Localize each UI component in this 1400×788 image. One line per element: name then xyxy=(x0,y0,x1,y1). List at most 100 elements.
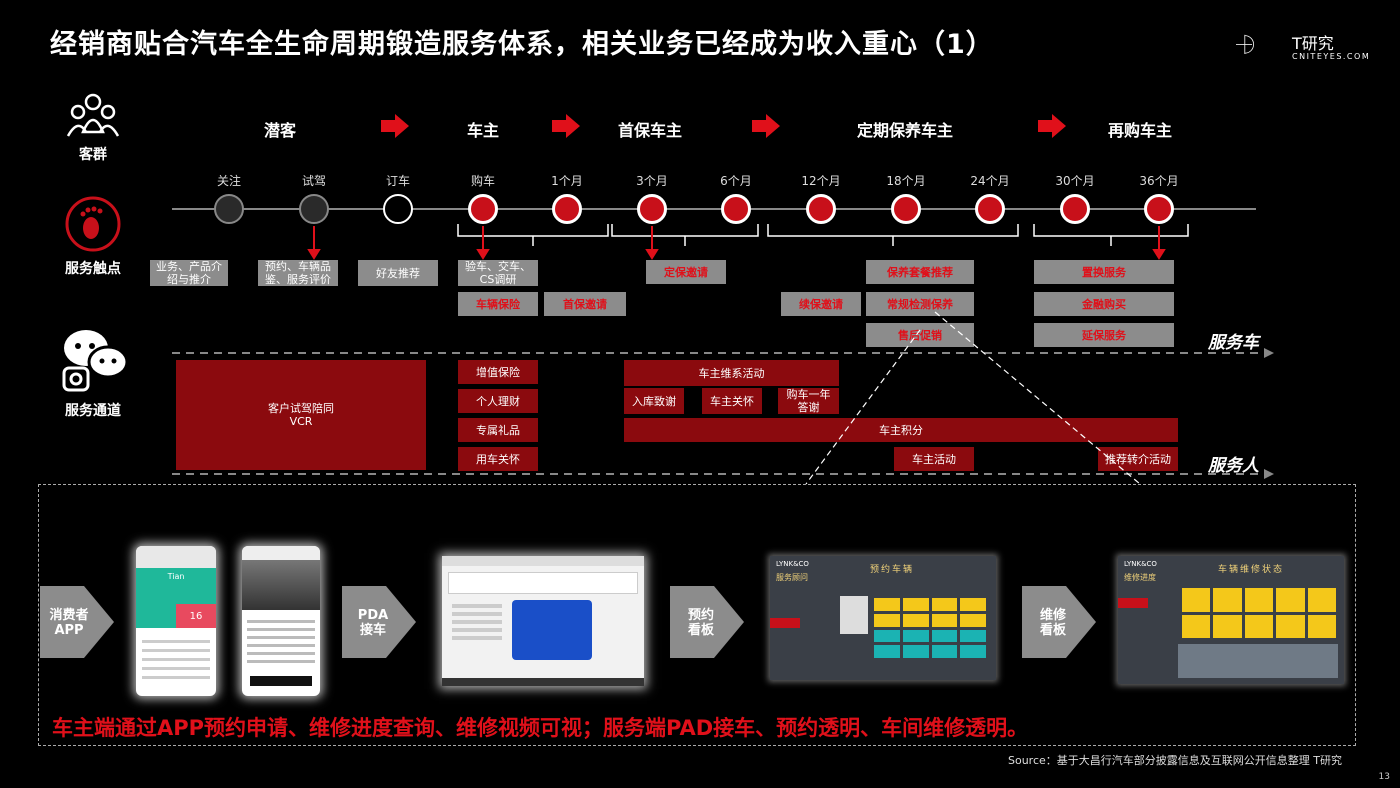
stage-first-maintenance: 首保车主 xyxy=(617,121,682,140)
touch-box: 定保邀请 xyxy=(646,260,726,284)
booking-brand: LYNK&CO xyxy=(776,560,809,568)
stage-repurchase: 再购车主 xyxy=(1107,121,1172,140)
lane-label-person: 服务人 xyxy=(1208,456,1259,476)
repair-board-screenshot: LYNK&CO 车辆维修状态 维修进度 xyxy=(1118,556,1344,684)
channel-box-vcr: 客户试驾陪同 VCR xyxy=(176,360,426,470)
timepoint-node xyxy=(1060,194,1090,224)
chevron-arrow-icon xyxy=(670,586,744,658)
timepoint-node xyxy=(468,194,498,224)
footprint-icon xyxy=(65,196,121,252)
channel-box: 专属礼品 xyxy=(458,418,538,442)
timepoint-node xyxy=(806,194,836,224)
channel-box: 购车一年 答谢 xyxy=(778,388,839,414)
logo-name: T研究 xyxy=(1292,34,1334,53)
row-label-channel: 服务通道 xyxy=(65,403,121,419)
touch-box: 首保邀请 xyxy=(544,292,626,316)
timeline-line xyxy=(172,208,1256,210)
timepoint-label: 30个月 xyxy=(1055,174,1095,188)
wechat-icon xyxy=(62,330,129,392)
touch-box: 售后促销 xyxy=(866,323,974,347)
channel-box: 推荐转介活动 xyxy=(1098,447,1178,471)
channel-box: 车主维系活动 xyxy=(624,360,839,386)
timepoint-node xyxy=(637,194,667,224)
touch-box: 续保邀请 xyxy=(781,292,861,316)
stage-owner: 车主 xyxy=(466,121,499,140)
timepoint-label: 3个月 xyxy=(636,174,668,188)
channel-box: 个人理财 xyxy=(458,389,538,413)
timepoint-label: 购车 xyxy=(470,174,495,188)
channel-box: 车主积分 xyxy=(624,418,1178,442)
repair-subtitle: 维修进度 xyxy=(1124,573,1156,582)
timepoint-label: 18个月 xyxy=(886,174,926,188)
bottom-frame xyxy=(38,484,1356,746)
zoom-lines xyxy=(805,311,1141,485)
touch-box: 好友推荐 xyxy=(358,260,438,286)
lane-label-car: 服务车 xyxy=(1208,333,1259,353)
repair-brand: LYNK&CO xyxy=(1124,560,1157,568)
channel-box: 增值保险 xyxy=(458,360,538,384)
arrow-right-icon xyxy=(381,114,409,138)
timepoint-node xyxy=(1144,194,1174,224)
page-number: 13 xyxy=(1378,772,1390,782)
stage-regular-maintenance: 定期保养车主 xyxy=(856,121,953,140)
chevron-label-app: 消费者 APP xyxy=(49,608,89,638)
arrow-right-icon xyxy=(752,114,780,138)
touch-box: 置换服务 xyxy=(1034,260,1174,284)
summary-text: 车主端通过APP预约申请、维修进度查询、维修视频可视；服务端PAD接车、预约透明… xyxy=(52,716,1029,740)
pda-screenshot xyxy=(442,556,644,686)
booking-subtitle: 服务顾问 xyxy=(776,573,808,582)
phone-screenshot-article xyxy=(242,546,320,696)
phone-screenshot-app: Tian 16 xyxy=(136,546,216,696)
touch-box: 金融购买 xyxy=(1034,292,1174,316)
timepoint-node xyxy=(552,194,582,224)
timepoint-label: 试驾 xyxy=(301,174,326,188)
channel-box: 车主活动 xyxy=(894,447,974,471)
chevron-label-pda: PDA 接车 xyxy=(357,608,389,638)
timepoint-node xyxy=(383,194,413,224)
timepoint-label: 1个月 xyxy=(551,174,583,188)
booking-board-screenshot: LYNK&CO 预约车辆 服务顾问 xyxy=(770,556,996,680)
timepoint-label: 36个月 xyxy=(1139,174,1179,188)
arrow-right-icon xyxy=(552,114,580,138)
touch-box: 延保服务 xyxy=(1034,323,1174,347)
people-icon xyxy=(66,93,120,137)
row-label-touch: 服务触点 xyxy=(65,261,121,277)
channel-box: 用车关怀 xyxy=(458,447,538,471)
chevron-arrow-icon xyxy=(40,586,114,658)
repair-title: 车辆维修状态 xyxy=(1218,565,1285,575)
touch-box: 业务、产品介绍与推介 xyxy=(150,260,228,286)
touch-box: 车辆保险 xyxy=(458,292,538,316)
timepoint-label: 关注 xyxy=(216,174,241,188)
timepoint-label: 订车 xyxy=(385,174,410,188)
bracket-lines xyxy=(307,224,1189,260)
touch-box: 验车、交车、CS调研 xyxy=(458,260,538,286)
timepoint-label: 6个月 xyxy=(720,174,752,188)
channel-box: 车主关怀 xyxy=(702,388,762,414)
booking-title: 预约车辆 xyxy=(870,565,915,575)
source-note: Source：基于大昌行汽车部分披露信息及互联网公开信息整理 T研究 xyxy=(1008,754,1342,767)
touch-box: 保养套餐推荐 xyxy=(866,260,974,284)
touch-box: 预约、车辆品鉴、服务评价 xyxy=(258,260,338,286)
chevron-arrow-icon xyxy=(1022,586,1096,658)
arrow-right-icon xyxy=(1038,114,1066,138)
timepoint-node xyxy=(214,194,244,224)
timepoint-node xyxy=(891,194,921,224)
chevron-label-repair: 维修 看板 xyxy=(1039,608,1066,638)
touch-box: 常规检测保养 xyxy=(866,292,974,316)
lane-arrows xyxy=(172,348,1274,479)
timepoint-node xyxy=(975,194,1005,224)
stage-prospect: 潜客 xyxy=(263,121,296,140)
logo-mark-icon xyxy=(1236,34,1254,54)
row-label-customer: 客群 xyxy=(79,147,107,163)
timepoint-node xyxy=(299,194,329,224)
chevron-arrow-icon xyxy=(342,586,416,658)
timepoint-node xyxy=(721,194,751,224)
channel-box: 入库致谢 xyxy=(624,388,684,414)
phone-user-name: Tian xyxy=(167,572,185,581)
timepoint-label: 24个月 xyxy=(970,174,1010,188)
logo-sub: CNITEYES.COM xyxy=(1292,52,1371,61)
phone-number-badge: 16 xyxy=(176,604,216,628)
page-title: 经销商贴合汽车全生命周期锻造服务体系，相关业务已经成为收入重心（1） xyxy=(50,29,994,60)
chevron-label-booking: 预约 看板 xyxy=(687,608,714,638)
timepoint-label: 12个月 xyxy=(801,174,841,188)
